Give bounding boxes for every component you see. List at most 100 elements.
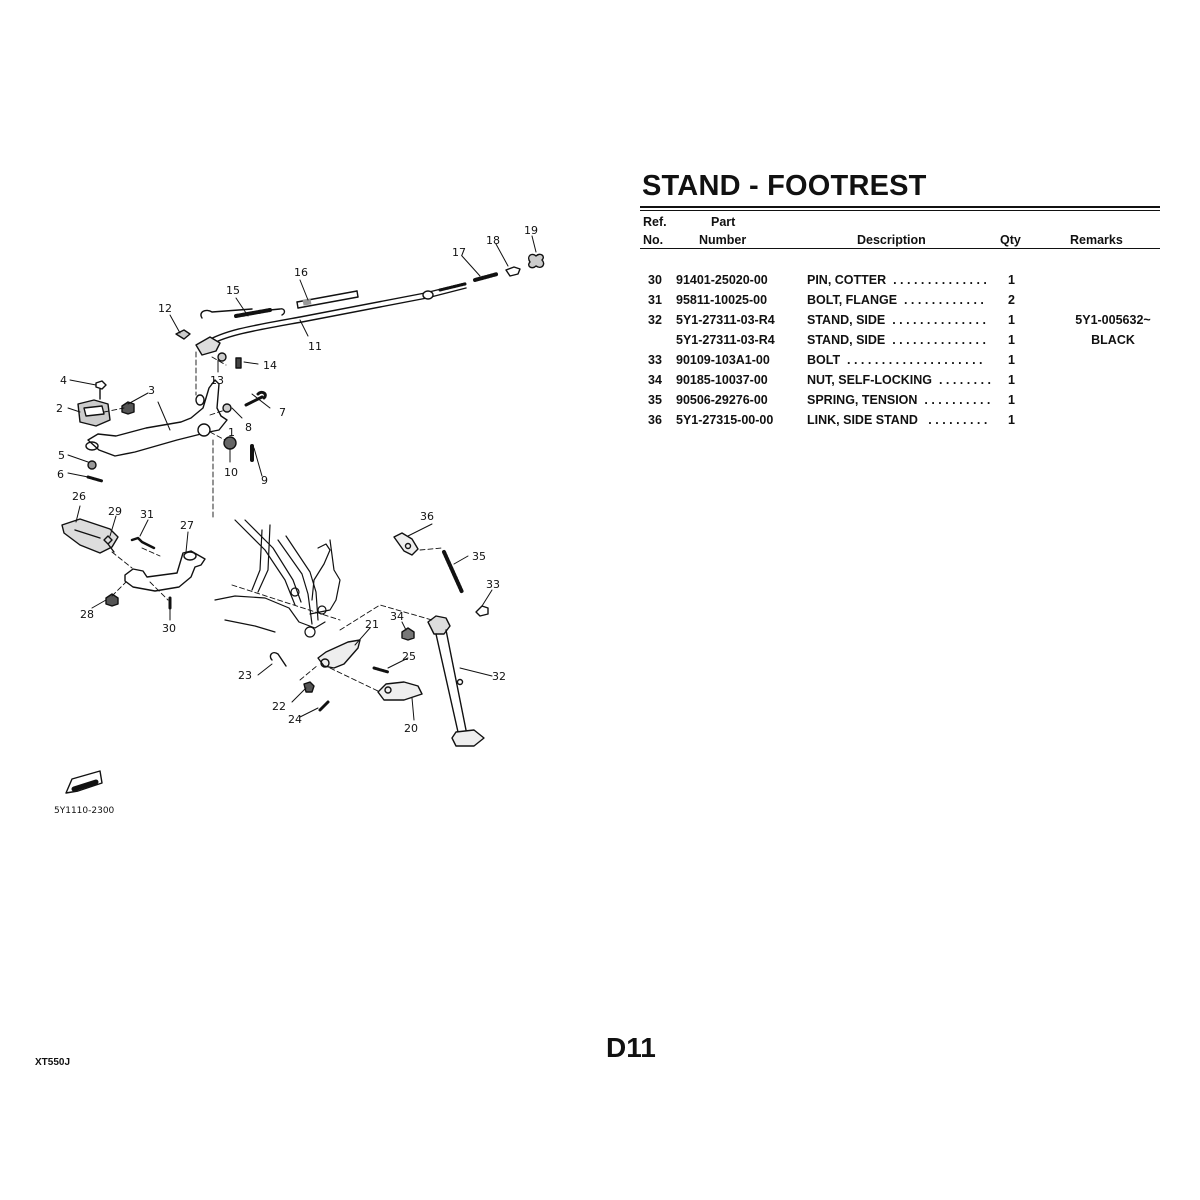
callout-27-29: 29 [108,505,122,518]
callout-25: 25 [402,650,416,663]
qty-cell: 1 [1008,313,1015,327]
nut-part-28 [105,593,119,607]
exploded-parts-diagram: 1 2 3 4 5 6 7 8 9 10 11 12 13 14 15 16 1… [54,224,545,816]
callout-31: 31 [140,508,154,521]
callout-17: 17 [452,246,466,259]
callout-36: 36 [420,510,434,523]
description-cell: STAND, SIDE . . . . . . . . . . . . . . [807,313,986,327]
description-cell: SPRING, TENSION . . . . . . . . . . [807,393,991,407]
callout-6: 6 [57,468,64,481]
bolt-part-31 [130,536,156,550]
callout-27: 27 [180,519,194,532]
description-cell: NUT, SELF-LOCKING . . . . . . . . [807,373,992,387]
pin-part-16 [296,290,359,309]
part-number-cell: 91401-25020-00 [676,273,768,287]
callout-26: 26 [72,490,86,503]
ref-cell: 35 [648,393,662,407]
callout-20: 20 [404,722,418,735]
table-row: 36 5Y1-27315-00-00 LINK, SIDE STAND . . . … [640,413,1160,433]
callout-23: 23 [238,669,252,682]
nut-part-34 [401,627,415,641]
callout-5: 5 [58,449,65,462]
callout-34: 34 [390,610,404,623]
nut-part-18 [505,266,521,277]
title-rule [640,206,1160,211]
qty-cell: 1 [1008,413,1015,427]
bolt-part-33 [475,605,489,617]
header-rule [640,248,1160,249]
callout-15: 15 [226,284,240,297]
remarks-cell: BLACK [1091,333,1135,347]
callout-16: 16 [294,266,308,279]
assembly-lines [103,351,443,693]
leader-lines [67,235,537,721]
part-number-cell: 90109-103A1-00 [676,353,770,367]
callout-24: 24 [288,713,302,726]
cotter-part-14 [235,357,242,369]
frame-section [214,519,341,638]
drawing-code: 5Y1110-2300 [54,806,115,816]
link-part-36 [393,532,419,556]
description-cell: BOLT, FLANGE . . . . . . . . . . . . [807,293,984,307]
table-row: 5Y1-27311-03-R4 STAND, SIDE . . . . . . .… [640,333,1160,353]
callout-2: 2 [56,402,63,415]
bolt-part-23 [269,651,287,667]
forward-arrow-icon [65,770,103,794]
remarks-cell: 5Y1-005632~ [1075,313,1151,327]
ref-cell: 34 [648,373,662,387]
header-description: Description [857,233,926,247]
brake-rod-part-11 [195,282,467,356]
callout-8: 8 [245,421,252,434]
spring-part-35 [442,550,464,594]
qty-cell: 1 [1008,333,1015,347]
description-cell: LINK, SIDE STAND . . . . . . . . . [807,413,988,427]
callout-10: 10 [224,466,238,479]
callout-33: 33 [486,578,500,591]
part-number-cell: 90506-29276-00 [676,393,768,407]
nut-part-5 [87,460,97,470]
bolt-part-6 [86,475,104,483]
description-cell: STAND, SIDE . . . . . . . . . . . . . . [807,333,986,347]
model-code: XT550J [35,1057,71,1068]
qty-cell: 2 [1008,293,1015,307]
ref-cell: 32 [648,313,662,327]
callout-21: 21 [365,618,379,631]
nut-part-3 [121,401,135,415]
bolt-part-4 [95,380,107,400]
washer-part-13 [217,352,227,362]
part-number-cell: 5Y1-27311-03-R4 [676,333,775,347]
description-cell: BOLT . . . . . . . . . . . . . . . . . .… [807,353,983,367]
callout-11: 11 [308,340,322,353]
clip-part-12 [175,329,191,340]
part-number-cell: 5Y1-27315-00-00 [676,413,774,427]
ref-cell: 36 [648,413,662,427]
ref-cell: 30 [648,273,662,287]
callout-12: 12 [158,302,172,315]
header-ref-line2: No. [643,233,664,247]
callout-22: 22 [272,700,286,713]
callout-labels: 1 2 3 4 5 6 7 8 9 10 11 12 13 14 15 16 1… [54,224,538,816]
callout-35: 35 [472,550,486,563]
callout-18: 18 [486,234,500,247]
page-title: STAND - FOOTREST [642,170,927,202]
ref-cell: 33 [648,353,662,367]
header-qty: Qty [1000,233,1021,247]
qty-cell: 1 [1008,273,1015,287]
header-part-line1: Part [711,215,736,229]
callout-9: 9 [261,474,268,487]
callout-1: 1 [228,426,235,439]
header-remarks: Remarks [1070,233,1123,247]
washer-part-8 [222,403,232,413]
callout-30: 30 [162,622,176,635]
pedal-pad-part-2 [77,399,111,427]
stand-bracket-part-20 [377,681,423,701]
bolt-part-29 [103,535,115,553]
nut-part-22 [303,681,315,693]
qty-cell: 1 [1008,373,1015,387]
callout-19: 19 [524,224,538,237]
pin-part-24 [318,700,330,712]
callout-7: 7 [279,406,286,419]
